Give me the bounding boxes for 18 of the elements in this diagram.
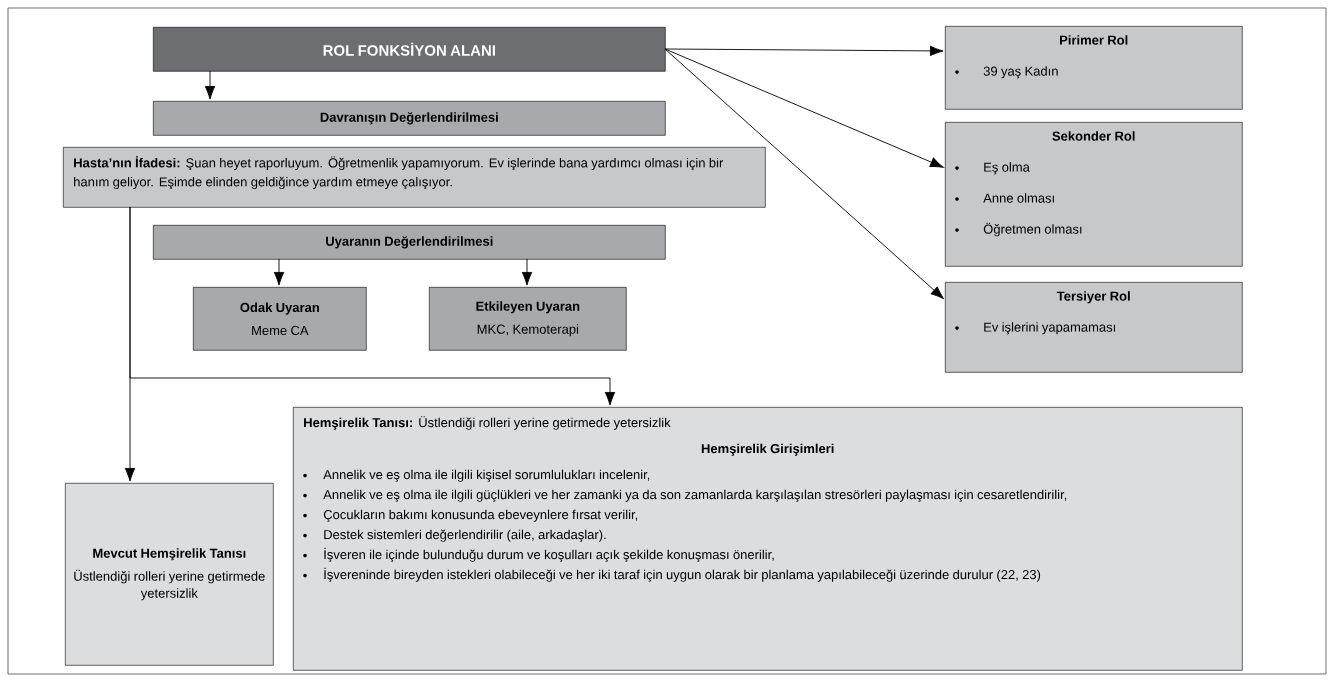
- arrow: [664, 48, 945, 300]
- role-box: Tersiyer Rol Ev işlerini yapamaması: [945, 282, 1243, 373]
- arrow: [129, 206, 616, 406]
- diagnosis-box: Mevcut Hemşirelik Tanısı Üstlendiği rolleri yerine getirmede yetersizlik: [65, 483, 274, 666]
- stimulus-box: Etkileyen Uyaran MKC, Kemoterapi: [429, 287, 627, 351]
- role-box: Sekonder Rol Eş olma Anne olması Öğretmen olması: [945, 122, 1243, 267]
- intervention-box: Hemşirelik Tanısı: Üstlendiği rolleri yerine getirmede yetersizlik Hemşirelik Girişimleri Annelik ve eş olma ile ilgili kişisel sorumlulukları incelenir, Annelik ve eş olma ile ilgili güçlükleri ve her zamanki ya da son zamanlarda karşılaşılan stresörleri paylaşması için cesaretlendirilir, Çocukların bakımı konusunda ebeveynlere fırsat verilir, Destek sistemleri değerlendirilir (aile, arkadaşlar). İşveren ile içinde bulunduğu durum ve koşulları açık şekilde konuşması önerilir, İşvereninde bireyden istekleri olabileceği ve her iki taraf için uygun olarak bir planlama yapılabileceği üzerinde durulur (22, 23): [293, 407, 1243, 671]
- header-box: ROL FONKSİYON ALANI: [153, 27, 666, 72]
- process-box: Uyaranın Değerlendirilmesi: [153, 225, 666, 260]
- statement-box: Hasta’nın İfadesi: Şuan heyet raporluyum. Öğretmenlik yapamıyorum. Ev işlerinde bana yardımcı olması için bir hanım geliyor. Eşimde elinden geldiğince yardım etmeye çalışıyor.: [63, 147, 766, 208]
- role-box: Pirimer Rol 39 yaş Kadın: [945, 26, 1243, 110]
- arrow: [521, 258, 533, 286]
- process-box: Davranışın Değerlendirilmesi: [153, 101, 666, 136]
- arrow: [664, 48, 944, 168]
- arrow: [664, 45, 944, 57]
- stimulus-box: Odak Uyaran Meme CA: [193, 287, 367, 351]
- arrow: [273, 258, 285, 286]
- arrow: [204, 70, 216, 100]
